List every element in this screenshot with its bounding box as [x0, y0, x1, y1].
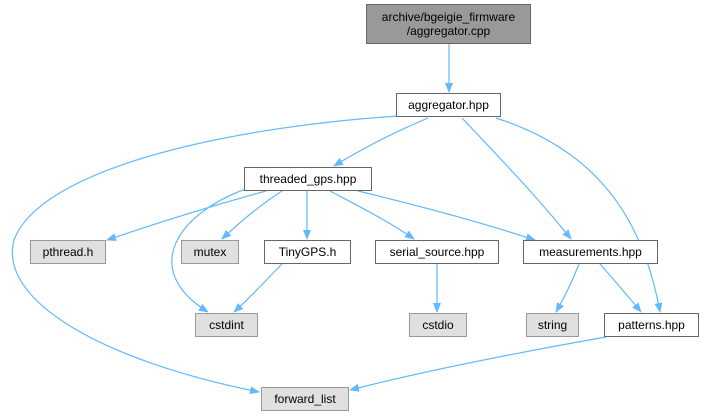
node-label: aggregator.hpp [408, 98, 489, 112]
node-threaded-gps-hpp[interactable]: threaded_gps.hpp [244, 167, 372, 191]
node-forward-list: forward_list [261, 387, 349, 411]
node-label: measurements.hpp [539, 245, 642, 259]
node-cstdio: cstdio [409, 313, 467, 337]
edge-aggregator-to-measurements [461, 117, 572, 240]
edge-aggregator-to-forward_list [11, 115, 399, 395]
node-aggregator-cpp: archive/bgeigie_firmware /aggregator.cpp [366, 4, 531, 44]
node-label: pthread.h [42, 245, 94, 259]
node-label: cstdio [422, 318, 454, 332]
edge-patterns-to-forward_list [349, 336, 607, 392]
node-mutex: mutex [181, 240, 239, 264]
edge-threaded_gps-to-cstdint [171, 185, 255, 313]
node-label: TinyGPS.h [278, 245, 337, 259]
node-label: cstdint [209, 318, 244, 332]
node-string: string [526, 313, 579, 337]
edge-threaded_gps-to-serial_source [329, 190, 415, 240]
edge-measurements-to-patterns [599, 263, 642, 313]
node-cstdint: cstdint [195, 313, 258, 337]
node-tinygps-h[interactable]: TinyGPS.h [264, 240, 351, 264]
edge-aggregator-to-patterns [495, 117, 663, 313]
node-serial-source-hpp[interactable]: serial_source.hpp [375, 240, 499, 264]
edge-threaded_gps-to-mutex [221, 190, 283, 240]
node-label: forward_list [274, 392, 336, 406]
node-patterns-hpp[interactable]: patterns.hpp [604, 313, 699, 337]
edge-tinygps-to-cstdint [233, 263, 283, 313]
node-label: string [537, 318, 568, 332]
edge-aggregator-to-threaded_gps [333, 117, 429, 167]
node-label: threaded_gps.hpp [259, 172, 357, 186]
node-label: serial_source.hpp [389, 245, 485, 259]
node-aggregator-hpp[interactable]: aggregator.hpp [396, 93, 501, 117]
edge-threaded_gps-to-measurements [357, 190, 536, 242]
edge-measurements-to-string [555, 263, 580, 313]
node-label: patterns.hpp [618, 318, 685, 332]
node-measurements-hpp[interactable]: measurements.hpp [523, 240, 658, 264]
node-pthread-h: pthread.h [30, 240, 106, 264]
node-label: archive/bgeigie_firmware /aggregator.cpp [381, 10, 516, 38]
edge-threaded_gps-to-pthread [106, 190, 267, 241]
node-label: mutex [193, 245, 227, 259]
